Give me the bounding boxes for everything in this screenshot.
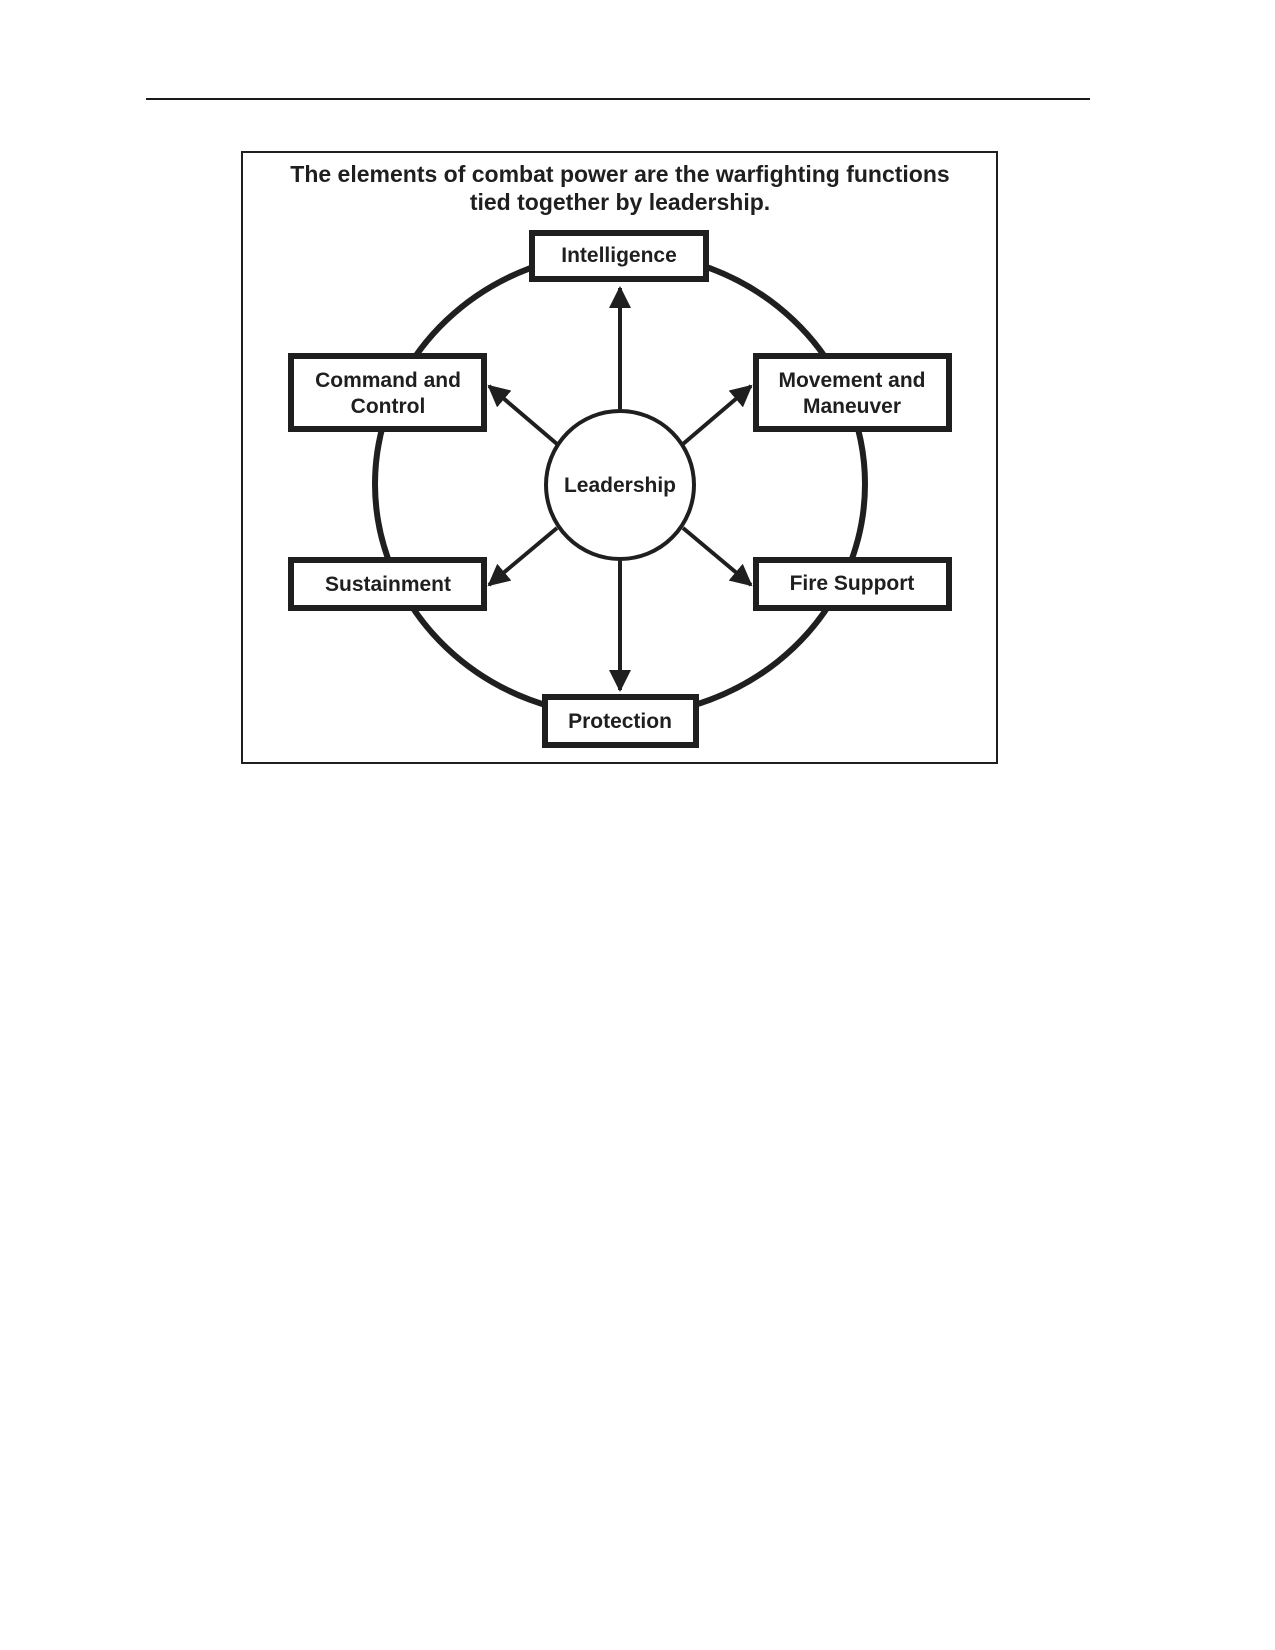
arrow-to-command-and-control: [487, 384, 559, 446]
page-header-rule: [146, 98, 1090, 100]
leadership-node: Leadership: [544, 409, 696, 561]
sustainment-box: [288, 557, 487, 611]
command-and-control-node: Command and Control: [288, 353, 487, 432]
command-and-control-box: [288, 353, 487, 432]
fire-support-box: [753, 557, 952, 611]
movement-and-maneuver-label-line-2: Maneuver: [803, 395, 901, 418]
command-and-control-label-line-1: Command and: [315, 369, 461, 392]
intelligence-box: [529, 230, 709, 282]
protection-box: [542, 694, 699, 748]
sustainment-node: Sustainment: [288, 557, 487, 611]
movement-and-maneuver-node: Movement and Maneuver: [753, 353, 952, 432]
fire-support-node: Fire Support: [753, 557, 952, 611]
command-and-control-label-line-2: Control: [351, 395, 426, 418]
arrow-to-sustainment: [487, 526, 559, 587]
figure-caption-line-2: tied together by leadership.: [470, 189, 770, 215]
figure-caption-line-1: The elements of combat power are the war…: [290, 161, 949, 187]
intelligence-label: Intelligence: [561, 244, 677, 267]
movement-and-maneuver-label-line-1: Movement and: [778, 369, 925, 392]
arrow-to-fire-support: [681, 526, 753, 587]
sustainment-label: Sustainment: [325, 573, 451, 596]
protection-label: Protection: [568, 710, 672, 733]
movement-and-maneuver-box: [753, 353, 952, 432]
protection-node: Protection: [542, 694, 699, 748]
arrow-to-movement-and-maneuver: [681, 384, 753, 446]
fire-support-label: Fire Support: [790, 572, 915, 595]
leadership-label: Leadership: [564, 474, 676, 497]
leadership-circle: [544, 409, 696, 561]
intelligence-node: Intelligence: [529, 230, 709, 282]
